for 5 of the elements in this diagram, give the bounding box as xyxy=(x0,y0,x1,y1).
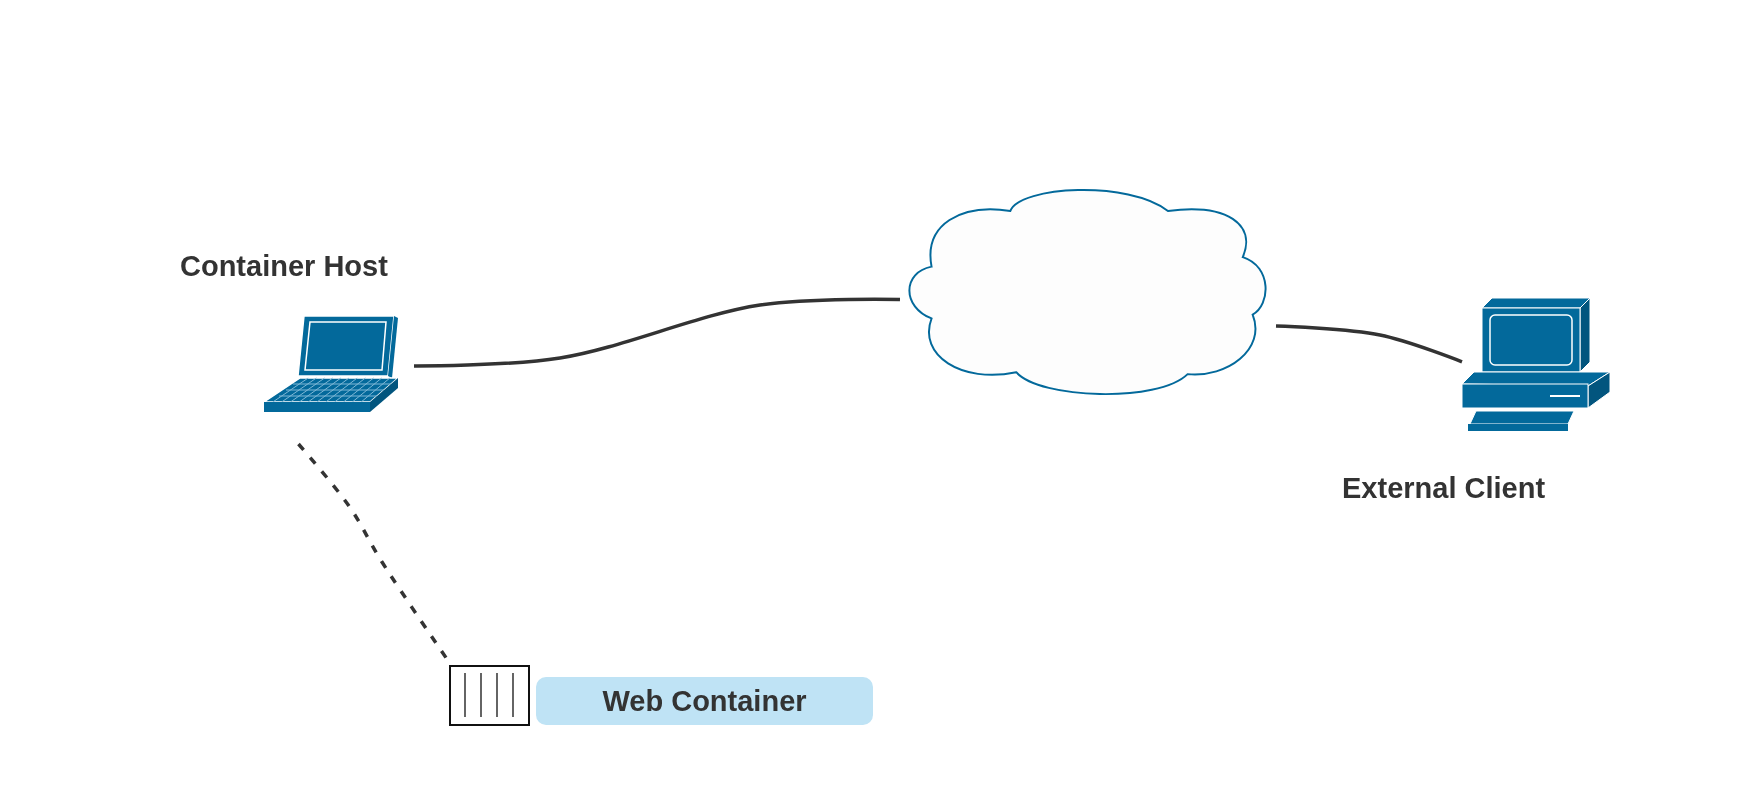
connector xyxy=(1275,324,1463,364)
node-title: Container Host xyxy=(180,250,388,283)
node-title: External Client xyxy=(1342,472,1546,505)
connector xyxy=(414,297,901,368)
container-label: Web Container xyxy=(536,677,873,725)
